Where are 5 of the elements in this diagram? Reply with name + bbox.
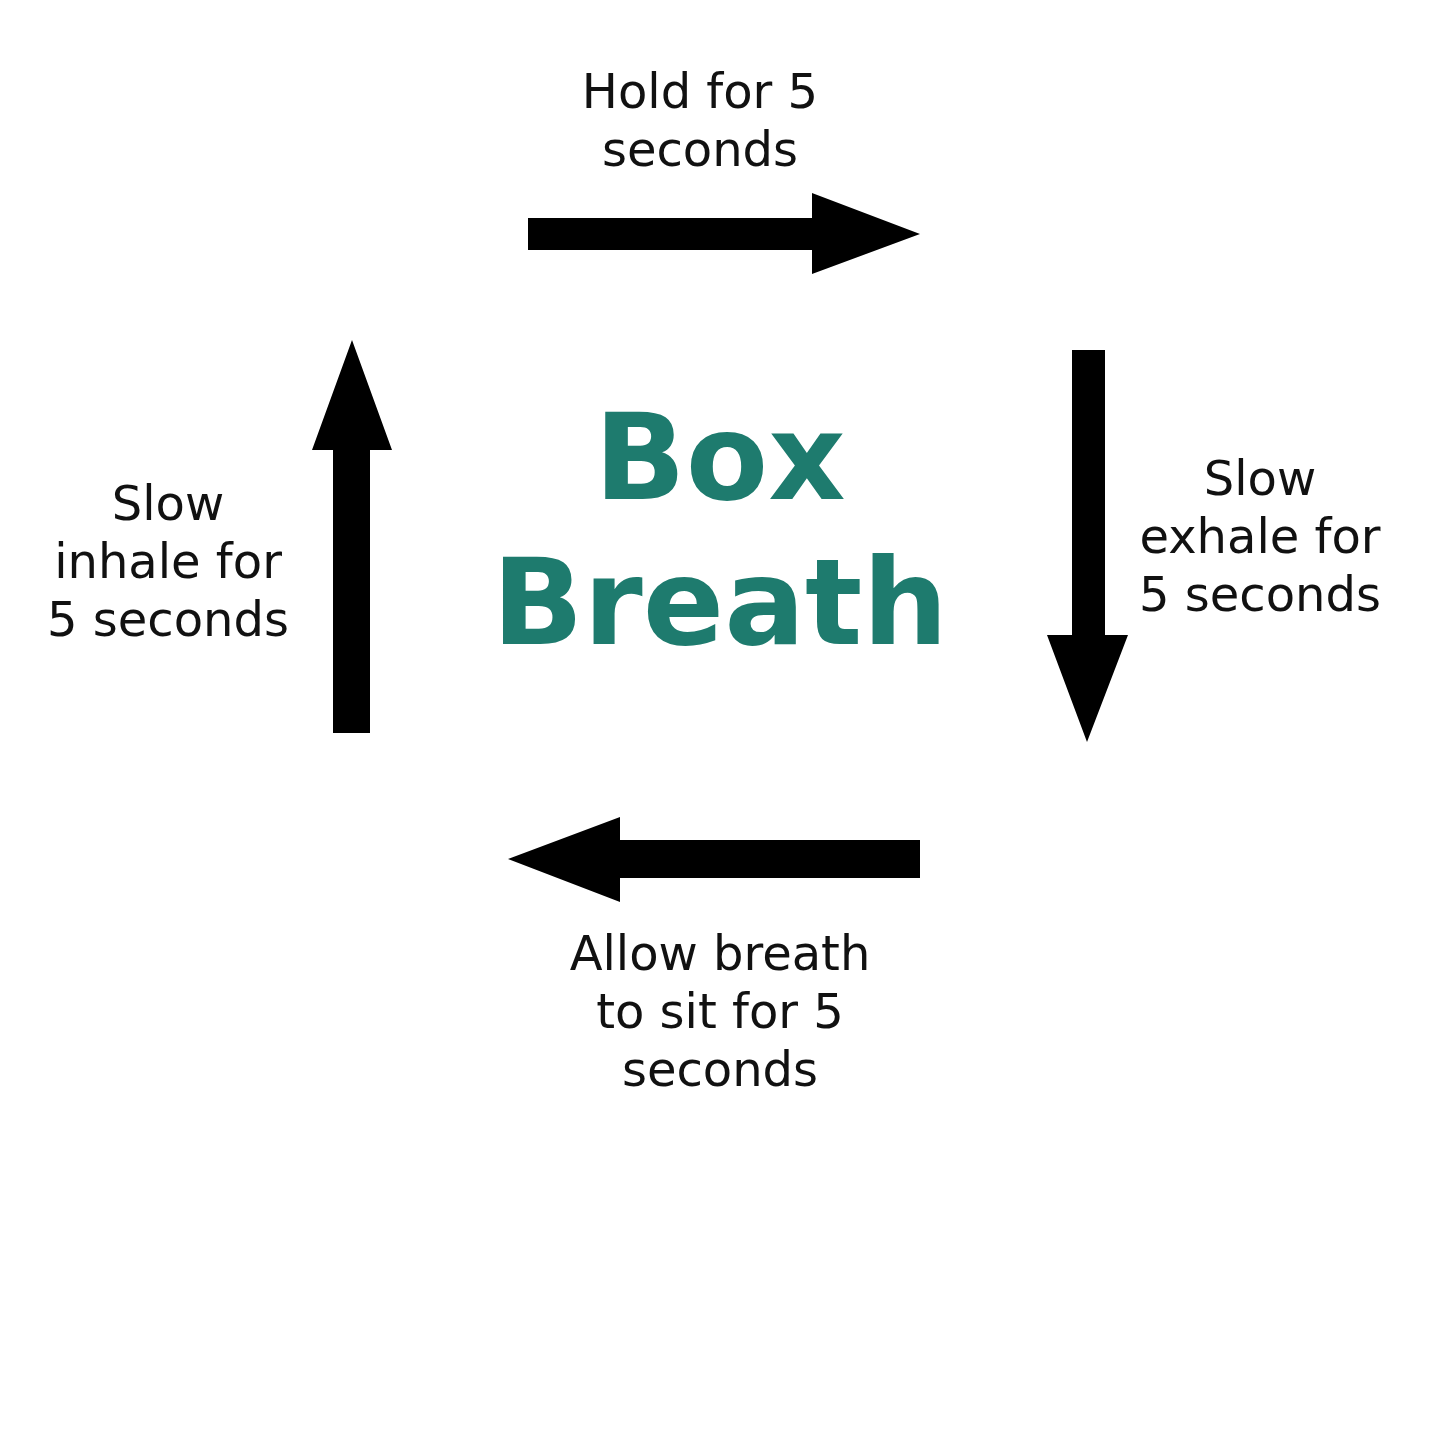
step-label: Hold for 5 seconds (580, 62, 820, 178)
step-label: Allow breath to sit for 5 seconds (568, 924, 872, 1098)
step-label: Slow exhale for 5 seconds (1138, 449, 1382, 623)
title: Box Breath (491, 387, 949, 674)
step-label: Slow inhale for 5 seconds (46, 474, 290, 648)
